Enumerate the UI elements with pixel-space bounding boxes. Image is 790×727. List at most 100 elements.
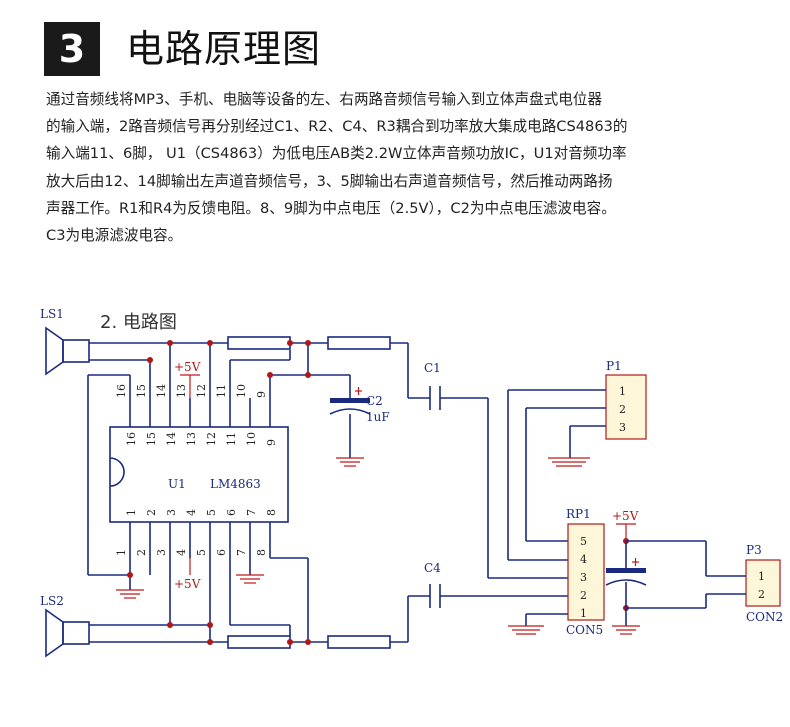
p3-pin-number: 2 <box>758 588 765 601</box>
pin-number: 6 <box>225 509 238 516</box>
pin-number: 2 <box>135 549 148 556</box>
pin-number: 1 <box>125 509 138 516</box>
supply-bottom-label: +5V <box>174 577 201 591</box>
pin-number: 10 <box>245 432 258 446</box>
capacitor-c1-icon <box>429 386 488 410</box>
p3-wiring <box>626 540 746 609</box>
p3-pin-number: 1 <box>758 570 765 583</box>
bottom-wiring <box>89 557 430 649</box>
pin-number: 8 <box>255 549 268 556</box>
ic-part-label: LM4863 <box>210 477 261 491</box>
pin-number: 11 <box>215 384 228 398</box>
pin-number: 6 <box>215 549 228 556</box>
pin-number: 14 <box>155 384 168 398</box>
supply-top-icon <box>180 374 200 398</box>
capacitor-c2-label: C2 <box>366 394 383 408</box>
pin-number: 11 <box>225 432 238 446</box>
pin-number: 15 <box>145 432 158 446</box>
ic-top-inner-pin-numbers: 16 15 14 13 12 11 10 9 <box>125 432 278 446</box>
ground-pin7-icon <box>236 558 264 584</box>
pin-number: 2 <box>145 509 158 516</box>
supply-right-icon <box>616 523 636 541</box>
junction-dots <box>127 340 629 645</box>
pin-number: 14 <box>165 432 178 446</box>
rp1-pin-number: 5 <box>580 535 587 548</box>
pin-number: 15 <box>135 384 148 398</box>
description-line: 输入端11、6脚， U1（CS4863）为低电压AB类2.2W立体声音频功放IC… <box>46 145 627 163</box>
connector-p3-part: CON2 <box>746 610 783 624</box>
speaker-ls1-icon <box>45 326 90 376</box>
ground-c2-icon <box>336 457 364 467</box>
capacitor-c3-icon <box>605 541 647 626</box>
pin-number: 8 <box>265 509 278 516</box>
pin-number: 9 <box>265 439 278 446</box>
pin-number: 10 <box>235 384 248 398</box>
connector-p3 <box>745 559 781 607</box>
pin-number: 16 <box>115 384 128 398</box>
connector-p3-label: P3 <box>746 543 762 557</box>
pin-number: 1 <box>115 549 128 556</box>
resistor-r1-icon <box>227 336 291 350</box>
ic-bottom-inner-pin-numbers: 1 2 3 4 5 6 7 8 <box>125 509 278 516</box>
description-line: 通过音频线将MP3、手机、电脑等设备的左、右两路音频信号输入到立体声盘式电位器 <box>46 91 603 108</box>
ground-p1-icon <box>548 457 590 467</box>
ic-notch <box>109 457 125 487</box>
potentiometer-part-label: CON5 <box>566 623 603 637</box>
capacitor-c4-label: C4 <box>424 561 441 575</box>
pin-number: 7 <box>245 509 258 516</box>
pin-number: 7 <box>235 549 248 556</box>
connector-p1 <box>605 374 647 440</box>
resistor-r3-icon <box>327 635 391 649</box>
pin-number: 3 <box>155 549 168 556</box>
circuit-schematic: 2. 电路图 LS1 LS2 U1 LM4863 16 <box>40 307 783 658</box>
pin-number: 4 <box>175 549 188 556</box>
p1-pin-number: 2 <box>619 403 626 416</box>
ground-c3-icon <box>612 625 640 635</box>
schematic-caption: 2. 电路图 <box>100 312 177 333</box>
pin-number: 5 <box>195 549 208 556</box>
p1-pin-number: 1 <box>619 385 626 398</box>
pin-number: 16 <box>125 432 138 446</box>
description-line: C3为电源滤波电容。 <box>46 227 183 245</box>
pin-number: 5 <box>205 509 218 516</box>
connector-p1-label: P1 <box>606 359 622 373</box>
ic-bottom-pin-stubs <box>129 522 271 558</box>
pin-number: 3 <box>165 509 178 516</box>
ic-u1-body <box>109 426 289 523</box>
section-number-badge: 3 <box>44 22 100 76</box>
resistor-r2-icon <box>327 336 391 350</box>
ic-bottom-outer-pin-numbers: 1 2 3 4 5 6 7 8 <box>115 549 268 556</box>
ic-top-outer-pin-numbers: 16 15 14 13 12 11 10 9 <box>115 384 268 398</box>
capacitor-c4-icon <box>429 584 568 608</box>
pin-number: 13 <box>185 432 198 446</box>
rp1-pin-number: 2 <box>580 589 587 602</box>
rp1-pin-number: 3 <box>580 571 587 584</box>
rp1-pin-number: 1 <box>580 607 587 620</box>
ic-ref-label: U1 <box>168 477 186 491</box>
capacitor-c2-value: 1uF <box>366 410 390 424</box>
top-wiring <box>87 336 430 576</box>
pin-number: 9 <box>255 391 268 398</box>
p1-pin-number: 3 <box>619 421 626 434</box>
supply-top-label: +5V <box>174 360 201 374</box>
potentiometer-rp1-label: RP1 <box>566 507 591 521</box>
description-line: 放大后由12、14脚输出左声道音频信号，3、5脚输出右声道音频信号，然后推动两路… <box>46 172 613 190</box>
capacitor-c1-label: C1 <box>424 361 441 375</box>
speaker-ls2-label: LS2 <box>40 594 64 608</box>
description-line: 声器工作。R1和R4为反馈电阻。8、9脚为中点电压（2.5V），C2为中点电压滤… <box>46 199 616 217</box>
rp1-pin-number: 4 <box>580 553 587 566</box>
section-title: 电路原理图 <box>126 27 322 71</box>
speaker-ls1-label: LS1 <box>40 307 64 321</box>
pin-number: 12 <box>205 432 218 446</box>
potentiometer-rp1 <box>567 523 605 621</box>
pin-number: 4 <box>185 509 198 516</box>
ic-top-pin-stubs <box>129 398 271 427</box>
pin-number: 12 <box>195 384 208 398</box>
description-paragraph: 通过音频线将MP3、手机、电脑等设备的左、右两路音频信号输入到立体声盘式电位器 … <box>46 86 756 249</box>
pin-number: 13 <box>175 384 188 398</box>
p1-wiring <box>487 389 606 579</box>
rp1-ground-wiring <box>508 613 568 635</box>
capacitor-c2-icon <box>329 387 371 458</box>
resistor-r4-icon <box>227 635 291 649</box>
speaker-ls2-icon <box>45 608 90 658</box>
